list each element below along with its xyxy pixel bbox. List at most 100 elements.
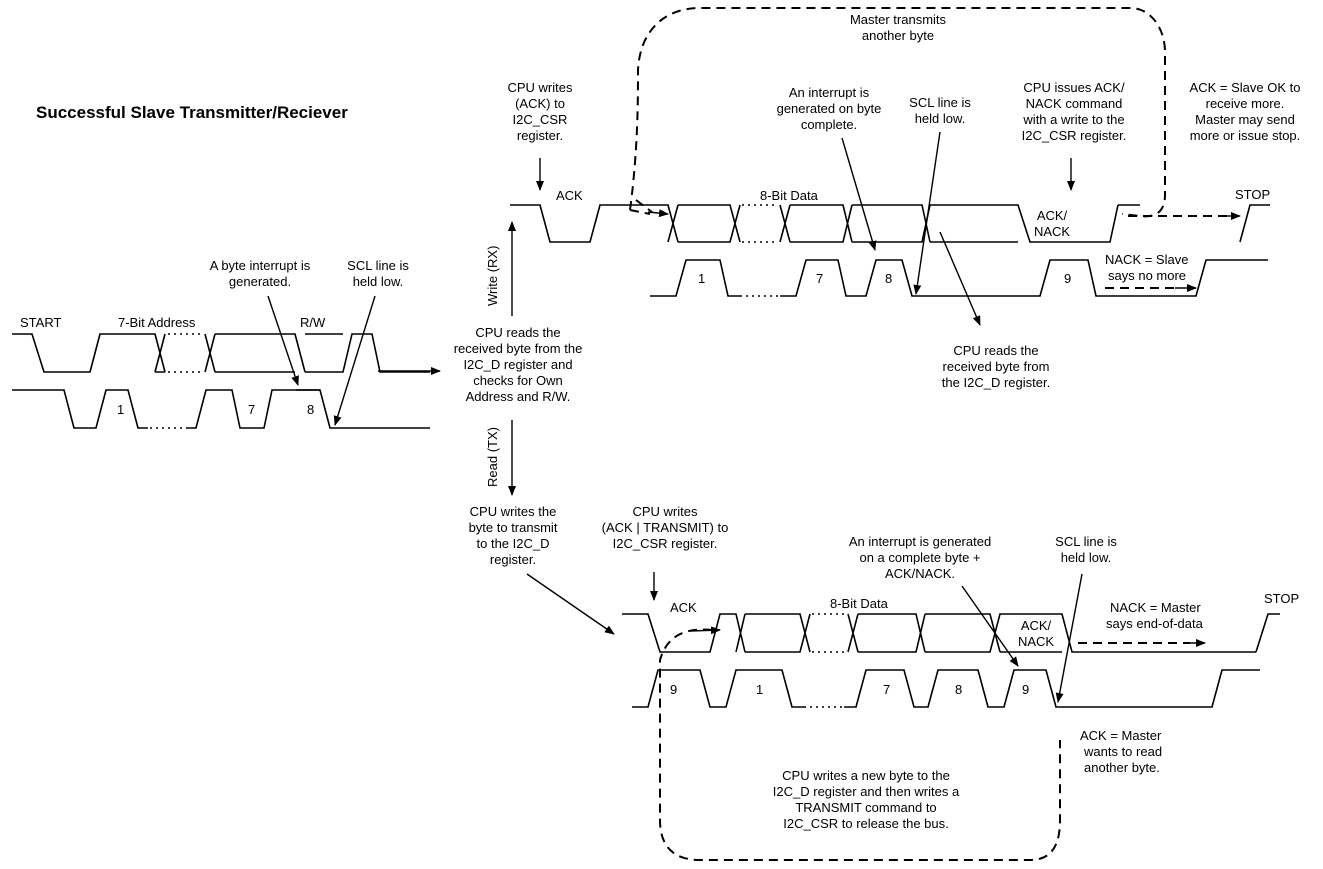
rx-cpu-reads-l3: the I2C_D register. bbox=[942, 375, 1050, 390]
tx-note-interrupt-l2: on a complete byte + bbox=[859, 550, 980, 565]
rx-ack-label: ACK bbox=[556, 188, 583, 203]
tx-write-byte-arrow bbox=[526, 573, 615, 635]
rx-note-acknack-l1: CPU issues ACK/ bbox=[1023, 80, 1125, 95]
rx-note-ack-slave-l2: receive more. bbox=[1206, 96, 1285, 111]
clk-8: 8 bbox=[307, 402, 314, 417]
tx-note-scl-l2: held low. bbox=[1061, 550, 1112, 565]
rx-note-scl-l1: SCL line is bbox=[909, 95, 971, 110]
clk-7: 7 bbox=[248, 402, 255, 417]
address-phase: START 7-Bit Address R/W 1 7 8 A byte int… bbox=[12, 258, 441, 429]
arrow-scl-held bbox=[333, 295, 376, 426]
rx-nack-slave-l1: NACK = Slave bbox=[1105, 252, 1188, 267]
tx-nack-master-l1: NACK = Master bbox=[1110, 600, 1201, 615]
rx-clk-1: 1 bbox=[698, 271, 705, 286]
rx-note-interrupt-l3: complete. bbox=[801, 117, 857, 132]
tx-note-csr-l2: (ACK | TRANSMIT) to bbox=[602, 520, 729, 535]
rx-cpu-reads-l2: received byte from bbox=[943, 359, 1050, 374]
tx-note-interrupt-l1: An interrupt is generated bbox=[849, 534, 991, 549]
rx-data-label: 8-Bit Data bbox=[760, 188, 819, 203]
center-decision: CPU reads the received byte from the I2C… bbox=[454, 221, 583, 496]
tx-note-write-byte-l2: byte to transmit bbox=[469, 520, 558, 535]
rx-clk-7: 7 bbox=[816, 271, 823, 286]
rx-scl-waveform bbox=[650, 259, 1268, 297]
rx-note-cpu-ack-l1: CPU writes bbox=[507, 80, 573, 95]
rx-cpu-reads-arrow bbox=[939, 231, 981, 326]
center-note-l5: Address and R/W. bbox=[466, 389, 571, 404]
diagram-title: Successful Slave Transmitter/Reciever bbox=[36, 103, 348, 122]
tx-acknack-l1: ACK/ bbox=[1021, 618, 1052, 633]
tx-clk-9b: 9 bbox=[1022, 682, 1029, 697]
rx-clk-9: 9 bbox=[1064, 271, 1071, 286]
center-note-l4: checks for Own bbox=[473, 373, 563, 388]
tx-phase: CPU writes the byte to transmit to the I… bbox=[469, 504, 1299, 861]
rx-note-acknack-l2: NACK command bbox=[1026, 96, 1123, 111]
rx-sda-waveform bbox=[510, 204, 1140, 243]
note-byte-interrupt-l2: generated. bbox=[229, 274, 291, 289]
tx-acknack-l2: NACK bbox=[1018, 634, 1054, 649]
tx-ack-master-l3: another byte. bbox=[1084, 760, 1160, 775]
rx-note-interrupt-l2: generated on byte bbox=[777, 101, 882, 116]
note-scl-low-l2: held low. bbox=[353, 274, 404, 289]
center-note-l1: CPU reads the bbox=[475, 325, 560, 340]
tx-loop-l3: TRANSMIT command to bbox=[795, 800, 936, 815]
tx-note-scl-l1: SCL line is bbox=[1055, 534, 1117, 549]
rx-master-loop bbox=[629, 7, 1166, 218]
arrow-interrupt bbox=[267, 295, 299, 386]
note-byte-interrupt-l1: A byte interrupt is bbox=[210, 258, 311, 273]
address-label: 7-Bit Address bbox=[118, 315, 196, 330]
tx-ack-label: ACK bbox=[670, 600, 697, 615]
tx-note-csr-l3: I2C_CSR register. bbox=[613, 536, 718, 551]
tx-nack-master-l2: says end-of-data bbox=[1106, 616, 1204, 631]
rx-note-acknack-l4: I2C_CSR register. bbox=[1022, 128, 1127, 143]
tx-loop-l2: I2C_D register and then writes a bbox=[773, 784, 960, 799]
tx-note-csr-l1: CPU writes bbox=[632, 504, 698, 519]
master-loop-l1: Master transmits bbox=[850, 12, 947, 27]
rx-note-ack-slave-l3: Master may send bbox=[1195, 112, 1295, 127]
rx-note-cpu-ack-l3: I2C_CSR bbox=[513, 112, 568, 127]
rx-note-interrupt-l1: An interrupt is bbox=[789, 85, 870, 100]
scl-address-waveform bbox=[12, 389, 430, 429]
tx-data-label: 8-Bit Data bbox=[830, 596, 889, 611]
tx-transmit-loop bbox=[659, 628, 1061, 861]
rx-note-ack-slave-l1: ACK = Slave OK to bbox=[1190, 80, 1301, 95]
rx-data-ellipsis bbox=[742, 204, 778, 243]
rx-note-scl-l2: held low. bbox=[915, 111, 966, 126]
tx-stop-label: STOP bbox=[1264, 591, 1299, 606]
tx-ack-master-l2: wants to read bbox=[1083, 744, 1162, 759]
address-ellipsis bbox=[168, 333, 202, 373]
clk-1: 1 bbox=[117, 402, 124, 417]
sda-address-waveform bbox=[12, 333, 430, 373]
rw-label: R/W bbox=[300, 315, 326, 330]
rx-acknack-l2: NACK bbox=[1034, 224, 1070, 239]
tx-sda-waveform bbox=[622, 613, 1256, 653]
master-loop-l2: another byte bbox=[862, 28, 934, 43]
read-tx-label: Read (TX) bbox=[485, 427, 500, 487]
center-note-l2: received byte from the bbox=[454, 341, 583, 356]
start-label: START bbox=[20, 315, 61, 330]
center-note-l3: I2C_D register and bbox=[463, 357, 572, 372]
tx-clk-7: 7 bbox=[883, 682, 890, 697]
tx-loop-l1: CPU writes a new byte to the bbox=[782, 768, 950, 783]
tx-note-interrupt-l3: ACK/NACK. bbox=[885, 566, 955, 581]
rx-note-acknack-l3: with a write to the bbox=[1022, 112, 1124, 127]
tx-loop-l4: I2C_CSR to release the bus. bbox=[783, 816, 948, 831]
tx-scl-waveform bbox=[632, 669, 1260, 708]
rx-acknack-l1: ACK/ bbox=[1037, 208, 1068, 223]
rx-note-ack-slave-l4: more or issue stop. bbox=[1190, 128, 1301, 143]
tx-note-write-byte-l4: register. bbox=[490, 552, 536, 567]
rx-nack-slave-l2: says no more bbox=[1108, 268, 1186, 283]
tx-ack-master-l1: ACK = Master bbox=[1080, 728, 1162, 743]
note-scl-low-l1: SCL line is bbox=[347, 258, 409, 273]
rx-clk-8: 8 bbox=[885, 271, 892, 286]
tx-data-ellipsis bbox=[812, 613, 846, 653]
write-rx-label: Write (RX) bbox=[485, 246, 500, 306]
rx-note-cpu-ack-l2: (ACK) to bbox=[515, 96, 565, 111]
tx-note-write-byte-l3: to the I2C_D bbox=[477, 536, 550, 551]
tx-note-write-byte-l1: CPU writes the bbox=[470, 504, 557, 519]
tx-clk-9a: 9 bbox=[670, 682, 677, 697]
rx-note-cpu-ack-l4: register. bbox=[517, 128, 563, 143]
tx-clk-1: 1 bbox=[756, 682, 763, 697]
tx-clk-8: 8 bbox=[955, 682, 962, 697]
